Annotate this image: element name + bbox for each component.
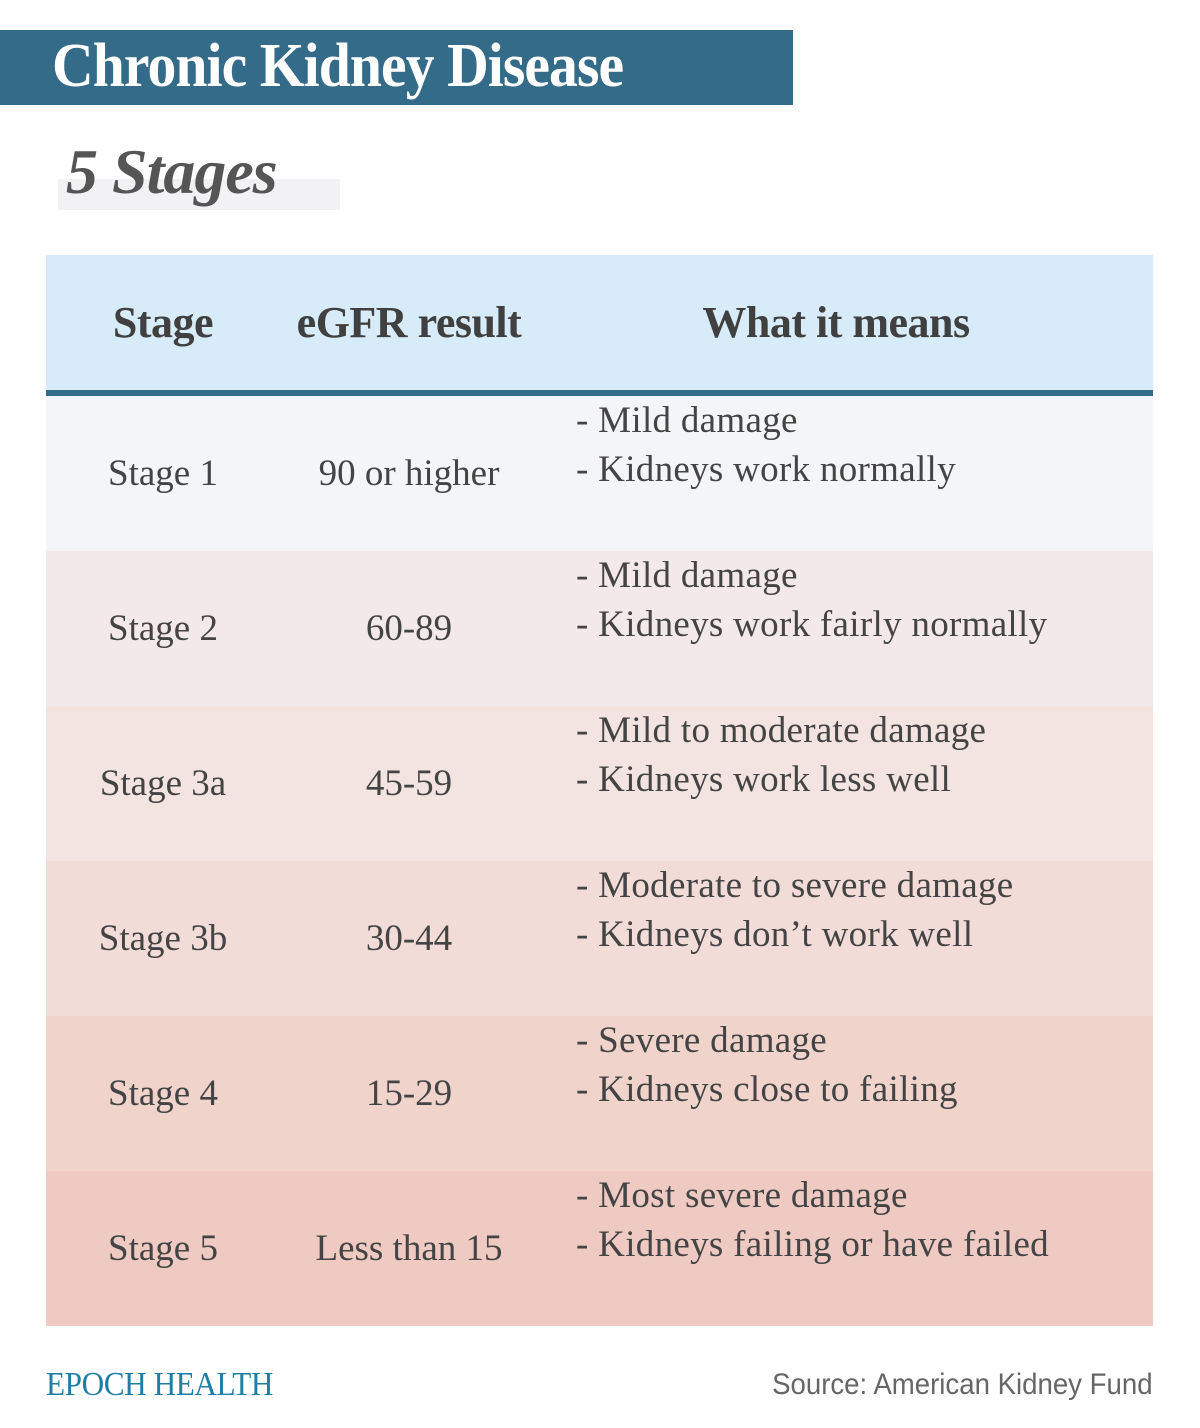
table-row: Stage 5 Less than 15 - Most severe damag…	[46, 1171, 1153, 1326]
egfr-cell: Less than 15	[315, 1228, 503, 1269]
stage-cell: Stage 5	[108, 1228, 218, 1269]
page-title: Chronic Kidney Disease	[52, 32, 624, 100]
meaning-cell: - Severe damage - Kidneys close to faili…	[576, 1016, 1153, 1171]
column-header-meaning: What it means	[702, 298, 970, 347]
meaning-cell: - Mild to moderate damage - Kidneys work…	[576, 706, 1153, 861]
meaning-line: - Mild damage	[576, 555, 798, 596]
table-row: Stage 1 90 or higher - Mild damage - Kid…	[46, 396, 1153, 551]
egfr-cell: 45-59	[365, 763, 453, 804]
meaning-line: - Mild to moderate damage	[576, 710, 987, 751]
source-credit: Source: American Kidney Fund	[772, 1368, 1153, 1401]
egfr-cell: 15-29	[365, 1073, 453, 1114]
table-row: Stage 3b 30-44 - Moderate to severe dama…	[46, 861, 1153, 1016]
table-row: Stage 3a 45-59 - Mild to moderate damage…	[46, 706, 1153, 861]
meaning-line: - Severe damage	[576, 1020, 828, 1061]
meaning-line: - Moderate to severe damage	[576, 865, 1014, 906]
meaning-line: - Kidneys work fairly normally	[576, 604, 1048, 645]
title-banner: Chronic Kidney Disease	[0, 30, 793, 105]
meaning-line: - Kidneys work less well	[576, 759, 952, 800]
stage-cell: Stage 2	[108, 608, 218, 649]
stage-cell: Stage 4	[108, 1073, 218, 1114]
page-subtitle: 5 Stages	[66, 136, 278, 207]
meaning-line: - Kidneys work normally	[576, 449, 956, 490]
meaning-cell: - Moderate to severe damage - Kidneys do…	[576, 861, 1153, 1016]
stage-cell: Stage 1	[108, 453, 218, 494]
egfr-cell: 30-44	[365, 918, 453, 959]
meaning-line: - Kidneys failing or have failed	[576, 1224, 1049, 1265]
column-header-egfr: eGFR result	[296, 298, 522, 347]
table-header: Stage eGFR result What it means	[46, 255, 1153, 396]
meaning-cell: - Mild damage - Kidneys work fairly norm…	[576, 551, 1153, 706]
stage-cell: Stage 3b	[98, 918, 228, 959]
egfr-cell: 60-89	[365, 608, 453, 649]
meaning-cell: - Mild damage - Kidneys work normally	[576, 396, 1153, 551]
meaning-line: - Kidneys close to failing	[576, 1069, 958, 1110]
stage-cell: Stage 3a	[99, 763, 227, 804]
stages-table: Stage eGFR result What it means Stage 1 …	[46, 255, 1153, 1326]
table-row: Stage 4 15-29 - Severe damage - Kidneys …	[46, 1016, 1153, 1171]
table-row: Stage 2 60-89 - Mild damage - Kidneys wo…	[46, 551, 1153, 706]
meaning-line: - Mild damage	[576, 400, 798, 441]
subtitle-highlight	[58, 179, 340, 210]
egfr-cell: 90 or higher	[318, 453, 500, 494]
meaning-line: - Kidneys don’t work well	[576, 914, 974, 955]
meaning-line: - Most severe damage	[576, 1175, 908, 1216]
brand-logo-text: EPOCH HEALTH	[46, 1366, 274, 1403]
column-header-stage: Stage	[112, 298, 214, 347]
meaning-cell: - Most severe damage - Kidneys failing o…	[576, 1171, 1153, 1326]
